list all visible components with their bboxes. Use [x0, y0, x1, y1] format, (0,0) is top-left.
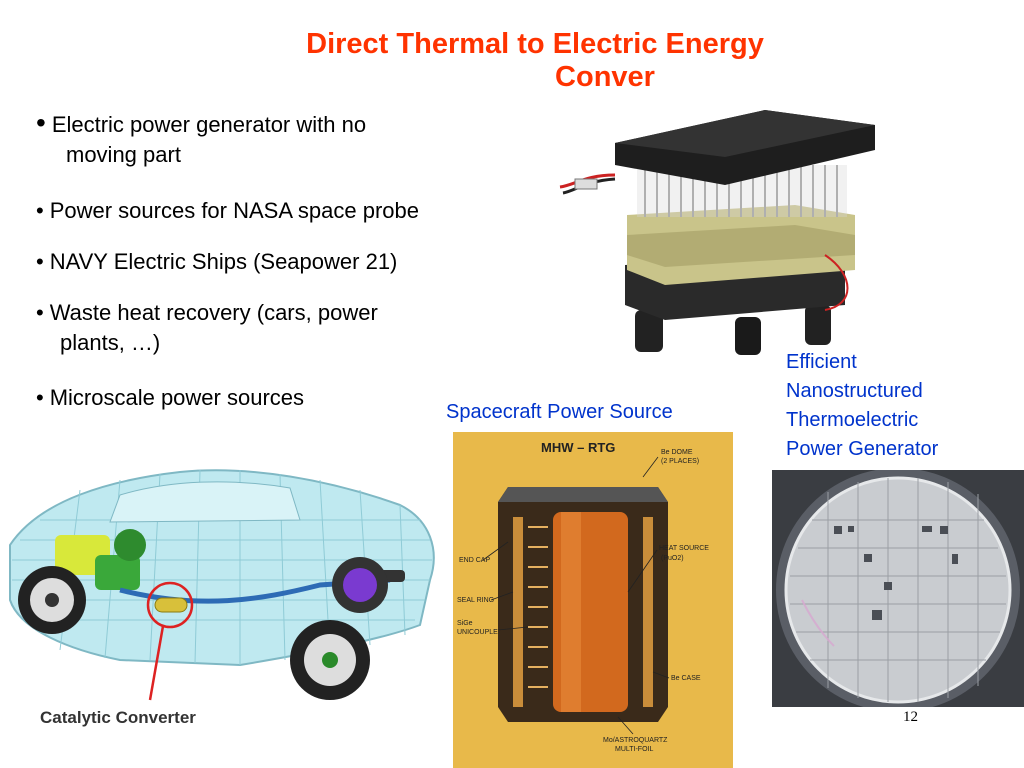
slide-number: 12 [903, 709, 918, 725]
bullet-item: •Power sources for NASA space probe [36, 196, 419, 226]
bullet-text: NAVY Electric Ships (Seapower 21) [49, 249, 398, 274]
bullet-marker: • [36, 385, 44, 410]
slide-title: Direct Thermal to Electric Energy Conver [200, 28, 870, 94]
title-line-2: Conver [555, 61, 655, 93]
rtg-thermocouples [513, 517, 653, 707]
nanostructured-wafer-image [772, 470, 1024, 707]
rtg-label: (PuO2) [661, 555, 684, 562]
bullet-marker: • [36, 107, 46, 138]
rtg-label: Be CASE [671, 675, 701, 682]
caption-line: Thermoelectric [786, 409, 919, 431]
car-wheel [332, 557, 388, 613]
rtg-label: SEAL RING [457, 597, 494, 604]
bullet-item: •Microscale power sources [36, 383, 304, 413]
nanostructured-generator-caption: Efficient Nanostructured Thermoelectric … [786, 348, 1016, 464]
bullet-item: •Electric power generator with no moving… [36, 108, 366, 170]
title-line-1: Direct Thermal to Electric Energy [306, 28, 764, 60]
rtg-label: SiGe [457, 620, 473, 627]
bullet-item: •Waste heat recovery (cars, power plants… [36, 298, 378, 358]
bullet-marker: • [36, 198, 44, 223]
caption-line: Nanostructured [786, 380, 923, 402]
car-wheel [18, 566, 86, 634]
bullet-text-cont: moving part [66, 142, 181, 167]
bullet-text: Microscale power sources [49, 385, 305, 410]
bullet-item: •NAVY Electric Ships (Seapower 21) [36, 247, 397, 277]
catalytic-converter-label: Catalytic Converter [40, 708, 196, 727]
rtg-label: HEAT SOURCE [659, 545, 709, 552]
bullet-marker: • [36, 249, 44, 274]
rtg-cutaway-image: MHW – RTG Be DOME (2 PLACES) END CAP HEA… [453, 432, 733, 768]
bullet-text: Waste heat recovery (cars, power [49, 300, 378, 325]
rtg-label: Be DOME [661, 449, 693, 456]
bullet-text-cont: plants, …) [60, 330, 161, 355]
caption-line: Power Generator [786, 438, 939, 460]
rtg-label: UNICOUPLE [457, 629, 498, 636]
rtg-label: MULTI-FOIL [615, 746, 653, 753]
caption-line: Efficient [786, 351, 857, 373]
rtg-label: END CAP [459, 557, 490, 564]
rtg-title: MHW – RTG [541, 440, 615, 455]
spacecraft-caption: Spacecraft Power Source [446, 401, 673, 423]
car-wheel [290, 620, 370, 700]
rtg-label: (2 PLACES) [661, 458, 699, 465]
bullet-marker: • [36, 300, 44, 325]
thermoelectric-module-image [559, 110, 875, 355]
rtg-label: Mo/ASTROQUARTZ [603, 737, 668, 744]
bullet-text: Power sources for NASA space probe [49, 198, 419, 223]
bullet-text: Electric power generator with no [51, 112, 367, 137]
car-catalytic-converter-image: Catalytic Converter [0, 460, 445, 740]
